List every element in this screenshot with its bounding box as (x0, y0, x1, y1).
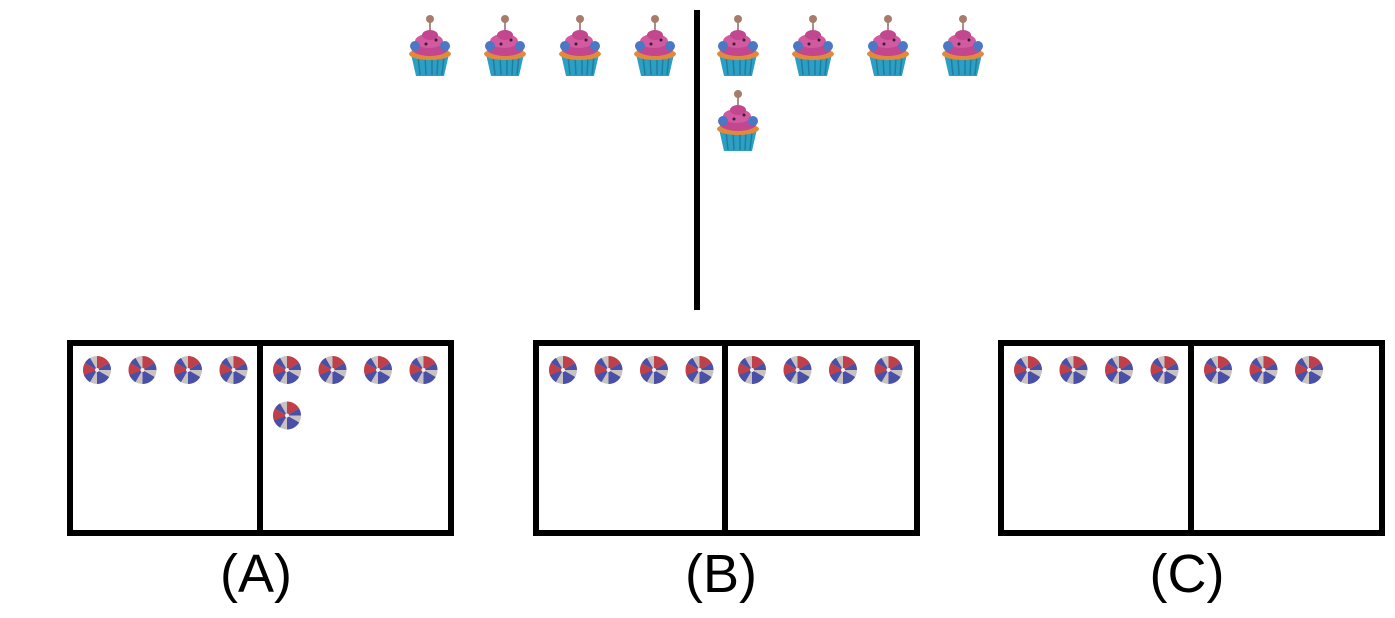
peppermint-candy-icon (1059, 356, 1088, 384)
cupcake-icon (716, 14, 760, 77)
cupcake-icon (483, 14, 527, 77)
cupcake-icon (558, 14, 602, 77)
peppermint-candy-icon (1204, 356, 1232, 384)
peppermint-candy-icon (874, 356, 903, 384)
option-a-box[interactable]: (A) (67, 340, 454, 604)
cupcake-icon (408, 14, 452, 77)
peppermint-candy-icon (174, 356, 202, 384)
option-a-right-candies (273, 356, 438, 430)
top-right-cupcake-group (716, 14, 985, 152)
peppermint-candy-icon (128, 356, 157, 384)
cupcake-icon (866, 14, 910, 77)
option-b-left-candies (549, 356, 714, 384)
peppermint-candy-icon (1249, 356, 1278, 384)
peppermint-candy-icon (829, 356, 857, 384)
option-c-label: (C) (1150, 544, 1225, 604)
peppermint-candy-icon (685, 356, 714, 384)
peppermint-candy-icon (738, 356, 766, 384)
peppermint-candy-icon (219, 356, 248, 384)
cupcake-icon (791, 14, 835, 77)
peppermint-candy-icon (1150, 356, 1179, 384)
option-a-label: (A) (220, 544, 292, 604)
peppermint-candy-icon (1105, 356, 1133, 384)
peppermint-candy-icon (1014, 356, 1042, 384)
cupcake-icon (716, 89, 760, 152)
option-c-box[interactable]: (C) (998, 340, 1385, 604)
peppermint-candy-icon (549, 356, 577, 384)
peppermint-candy-icon (364, 356, 392, 384)
option-b-right-candies (738, 356, 903, 384)
peppermint-candy-icon (83, 356, 111, 384)
peppermint-candy-icon (273, 401, 301, 430)
peppermint-candy-icon (273, 356, 301, 384)
peppermint-candy-icon (594, 356, 623, 384)
peppermint-candy-icon (409, 356, 438, 384)
option-b-label: (B) (685, 544, 757, 604)
cupcake-icon (633, 14, 677, 77)
option-a-left-candies (83, 356, 248, 384)
peppermint-candy-icon (1295, 356, 1323, 384)
peppermint-candy-icon (318, 356, 347, 384)
peppermint-candy-icon (783, 356, 812, 384)
peppermint-candy-icon (640, 356, 668, 384)
option-c-right-candies (1204, 356, 1323, 384)
top-left-cupcake-group (408, 14, 677, 77)
option-c-left-candies (1014, 356, 1179, 384)
cupcake-icon (941, 14, 985, 77)
option-b-box[interactable]: (B) (533, 340, 920, 604)
